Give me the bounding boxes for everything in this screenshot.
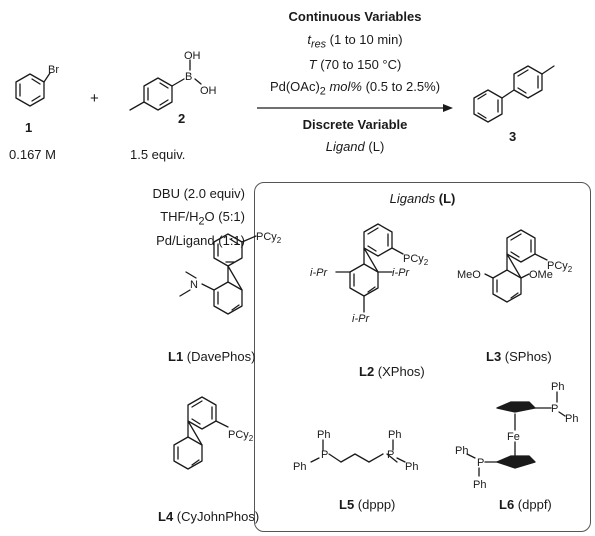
l2-pcy-label: PCy2 — [403, 253, 429, 267]
l6-p-top: P — [551, 403, 558, 415]
plus-sign: + — [90, 90, 99, 107]
ligand-label-l2: L2 (XPhos) — [359, 364, 425, 379]
dppp-structure: Ph P Ph Ph P Ph — [293, 429, 418, 473]
compound-1-number: 1 — [25, 120, 33, 135]
catalyst-unit: mol% — [329, 79, 362, 94]
residence-time-range: tres (1 to 10 min) — [255, 32, 455, 51]
ligand-l3-id: L3 — [486, 349, 502, 364]
xphos-structure: PCy2 i-Pr i-Pr i-Pr — [310, 223, 429, 325]
ligands-panel-title: Ligands (L) — [254, 191, 591, 206]
l3-pcy-label: PCy2 — [547, 260, 573, 274]
ligand-l5-id: L5 — [339, 497, 355, 512]
l5-ph-bottom-right: Ph — [405, 461, 418, 473]
ligand-label-l1: L1 (DavePhos) — [168, 349, 255, 364]
catalyst-formula: Pd(OAc) — [269, 79, 320, 94]
sphos-structure: PCy2 MeO OMe — [457, 229, 573, 303]
l3-ome-label: OMe — [529, 269, 553, 281]
ligand-l1-id: L1 — [168, 349, 184, 364]
temperature-range: T (70 to 150 °C) — [255, 57, 455, 72]
condition-solvent: THF/H2O (5:1) — [135, 209, 245, 228]
l5-ph-top-left: Ph — [317, 429, 330, 441]
catalyst-subscript: 2 — [319, 85, 326, 98]
l2-ipr-right-label: i-Pr — [392, 267, 410, 279]
l6-ph-bottom-left: Ph — [455, 445, 468, 457]
ligand-l3-name: (SPhos) — [504, 349, 552, 364]
residence-time-values: (1 to 10 min) — [329, 32, 403, 47]
compound-1-concentration: 0.167 M — [9, 147, 56, 162]
discrete-variable-ligand: Ligand (L) — [255, 139, 455, 154]
l2-ipr-left-label: i-Pr — [310, 267, 328, 279]
methylbiphenyl-structure — [473, 65, 555, 123]
ligand-label-l6: L6 (dppf) — [499, 497, 552, 512]
ligand-l6-id: L6 — [499, 497, 515, 512]
l5-p-left: P — [321, 449, 328, 461]
l6-ph-top-right: Ph — [565, 413, 578, 425]
compound-3-number: 3 — [509, 129, 517, 144]
l6-ph-bottom: Ph — [473, 479, 486, 491]
catalyst-loading-range: Pd(OAc)2 mol% (0.5 to 2.5%) — [255, 79, 455, 98]
reaction-arrow — [257, 104, 453, 112]
l6-iron-label: Fe — [507, 431, 520, 443]
catalyst-values: (0.5 to 2.5%) — [365, 79, 441, 94]
bromine-label: Br — [48, 64, 59, 76]
temperature-symbol: T — [308, 57, 317, 72]
l6-ph-top: Ph — [551, 381, 564, 393]
ligand-label-l3: L3 (SPhos) — [486, 349, 552, 364]
l5-ph-bottom-left: Ph — [293, 461, 306, 473]
l1-pcy-label: PCy2 — [256, 231, 282, 245]
ligand-l4-id: L4 — [158, 509, 174, 524]
bromobenzene-structure: Br — [15, 64, 59, 107]
ligand-label-l4: L4 (CyJohnPhos) — [158, 509, 259, 524]
ligand-l6-name: (dppf) — [517, 497, 552, 512]
cyjohnphos-structure: PCy2 — [173, 396, 254, 470]
ligands-title-word: Ligands — [389, 191, 436, 206]
condition-solvent-b: O (5:1) — [204, 209, 245, 224]
compound-2-equivalents: 1.5 equiv. — [130, 147, 186, 162]
compound-2-number: 2 — [178, 111, 186, 126]
condition-solvent-a: THF/H — [160, 209, 199, 224]
ligand-label-l5: L5 (dppp) — [339, 497, 395, 512]
ligand-l1-name: (DavePhos) — [186, 349, 256, 364]
ligands-panel — [254, 182, 591, 532]
residence-time-symbol: t — [307, 32, 311, 47]
davephos-structure: PCy2 N — [179, 231, 282, 315]
l6-p-bottom: P — [477, 457, 484, 469]
hydroxyl-top-label: OH — [184, 50, 201, 62]
l5-p-right: P — [387, 449, 394, 461]
discrete-variable-title: Discrete Variable — [302, 117, 408, 132]
ligand-symbol: (L) — [368, 139, 385, 154]
boron-label: B — [185, 71, 192, 83]
ligands-title-symbol: (L) — [438, 191, 456, 206]
condition-base: DBU (2.0 equiv) — [152, 186, 245, 201]
condition-solvent-sub: 2 — [198, 215, 205, 228]
l4-pcy-label: PCy2 — [228, 429, 254, 443]
l5-ph-top-right: Ph — [388, 429, 401, 441]
continuous-variables-title: Continuous Variables — [288, 9, 422, 24]
residence-time-subscript: res — [310, 38, 327, 51]
tolylboronic-acid-structure: B OH OH — [129, 50, 217, 111]
ligand-word: Ligand — [325, 139, 365, 154]
l3-meo-label: MeO — [457, 269, 481, 281]
dppf-structure: Ph P Ph Fe Ph P Ph — [455, 381, 578, 491]
l2-ipr-bottom-label: i-Pr — [352, 313, 370, 325]
l1-nitrogen-label: N — [190, 279, 198, 291]
ligand-l2-id: L2 — [359, 364, 375, 379]
hydroxyl-right-label: OH — [200, 85, 217, 97]
ligand-l5-name: (dppp) — [357, 497, 396, 512]
temperature-values: (70 to 150 °C) — [320, 57, 402, 72]
ligand-l2-name: (XPhos) — [377, 364, 425, 379]
ligand-l4-name: (CyJohnPhos) — [176, 509, 260, 524]
